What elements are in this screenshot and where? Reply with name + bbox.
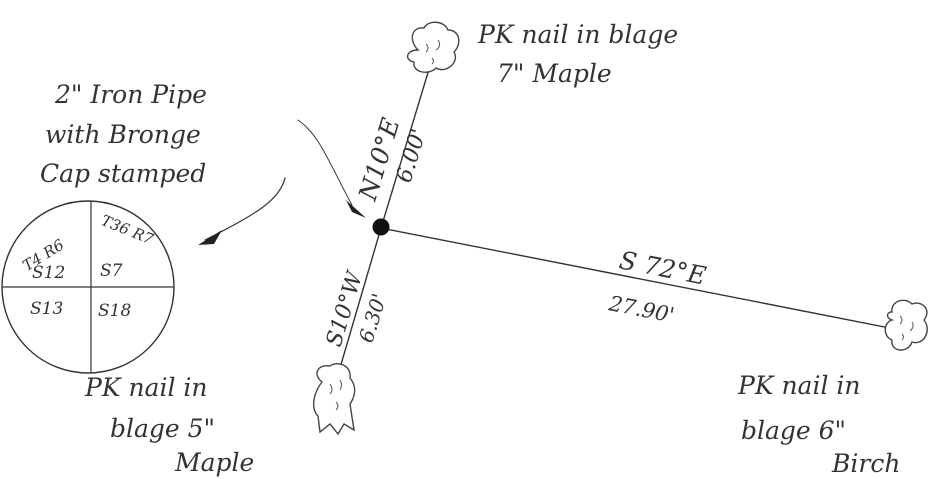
stamp-bottom-right-text: S18 [98,301,131,321]
tie-south-tree-line1: PK nail in [84,373,208,402]
tie-line-south [334,227,382,386]
stamp-leader-arrowhead [198,230,222,245]
pipe-note-line2: with Bronge [45,120,201,149]
pipe-note: 2" Iron Pipe with Bronge Cap stamped [40,80,207,188]
pipe-note-line1: 2" Iron Pipe [54,80,207,109]
tie-east-tree-line2: blage 6" [741,416,846,445]
stamp-mid-right-text: S7 [100,261,123,281]
pipe-leader-line [297,119,353,206]
iron-pipe-monument [372,218,390,236]
pipe-note-line3: Cap stamped [40,159,206,188]
pipe-leader-arrowhead [346,200,366,218]
tie-east-distance: 27.90' [606,291,676,327]
maple-tree-north-icon [407,21,460,73]
stamp-bottom-left-text: S13 [30,299,63,319]
bronze-cap-stamp: T4 R6 T36 R7 S12 S7 S13 S18 [1,200,175,374]
tie-east-tree-line1: PK nail in [737,371,861,400]
tie-line-east [380,227,901,331]
tie-north-tree-line2: 7" Maple [497,59,612,88]
stamp-mid-left-text: S12 [32,263,65,283]
birch-tree-east-icon [884,299,928,351]
tie-east-tree-line3: Birch [831,449,900,478]
stamp-leader-line [204,177,286,241]
tie-south-tree-line3: Maple [174,448,254,477]
tie-south-tree-line2: blage 5" [110,414,215,443]
tie-line-north [380,55,434,229]
stamp-outline [1,200,175,374]
maple-tree-south-icon [312,362,356,436]
stamp-top-right-text: T36 R7 [98,211,156,248]
tie-north-tree-line1: PK nail in blage [477,20,678,49]
